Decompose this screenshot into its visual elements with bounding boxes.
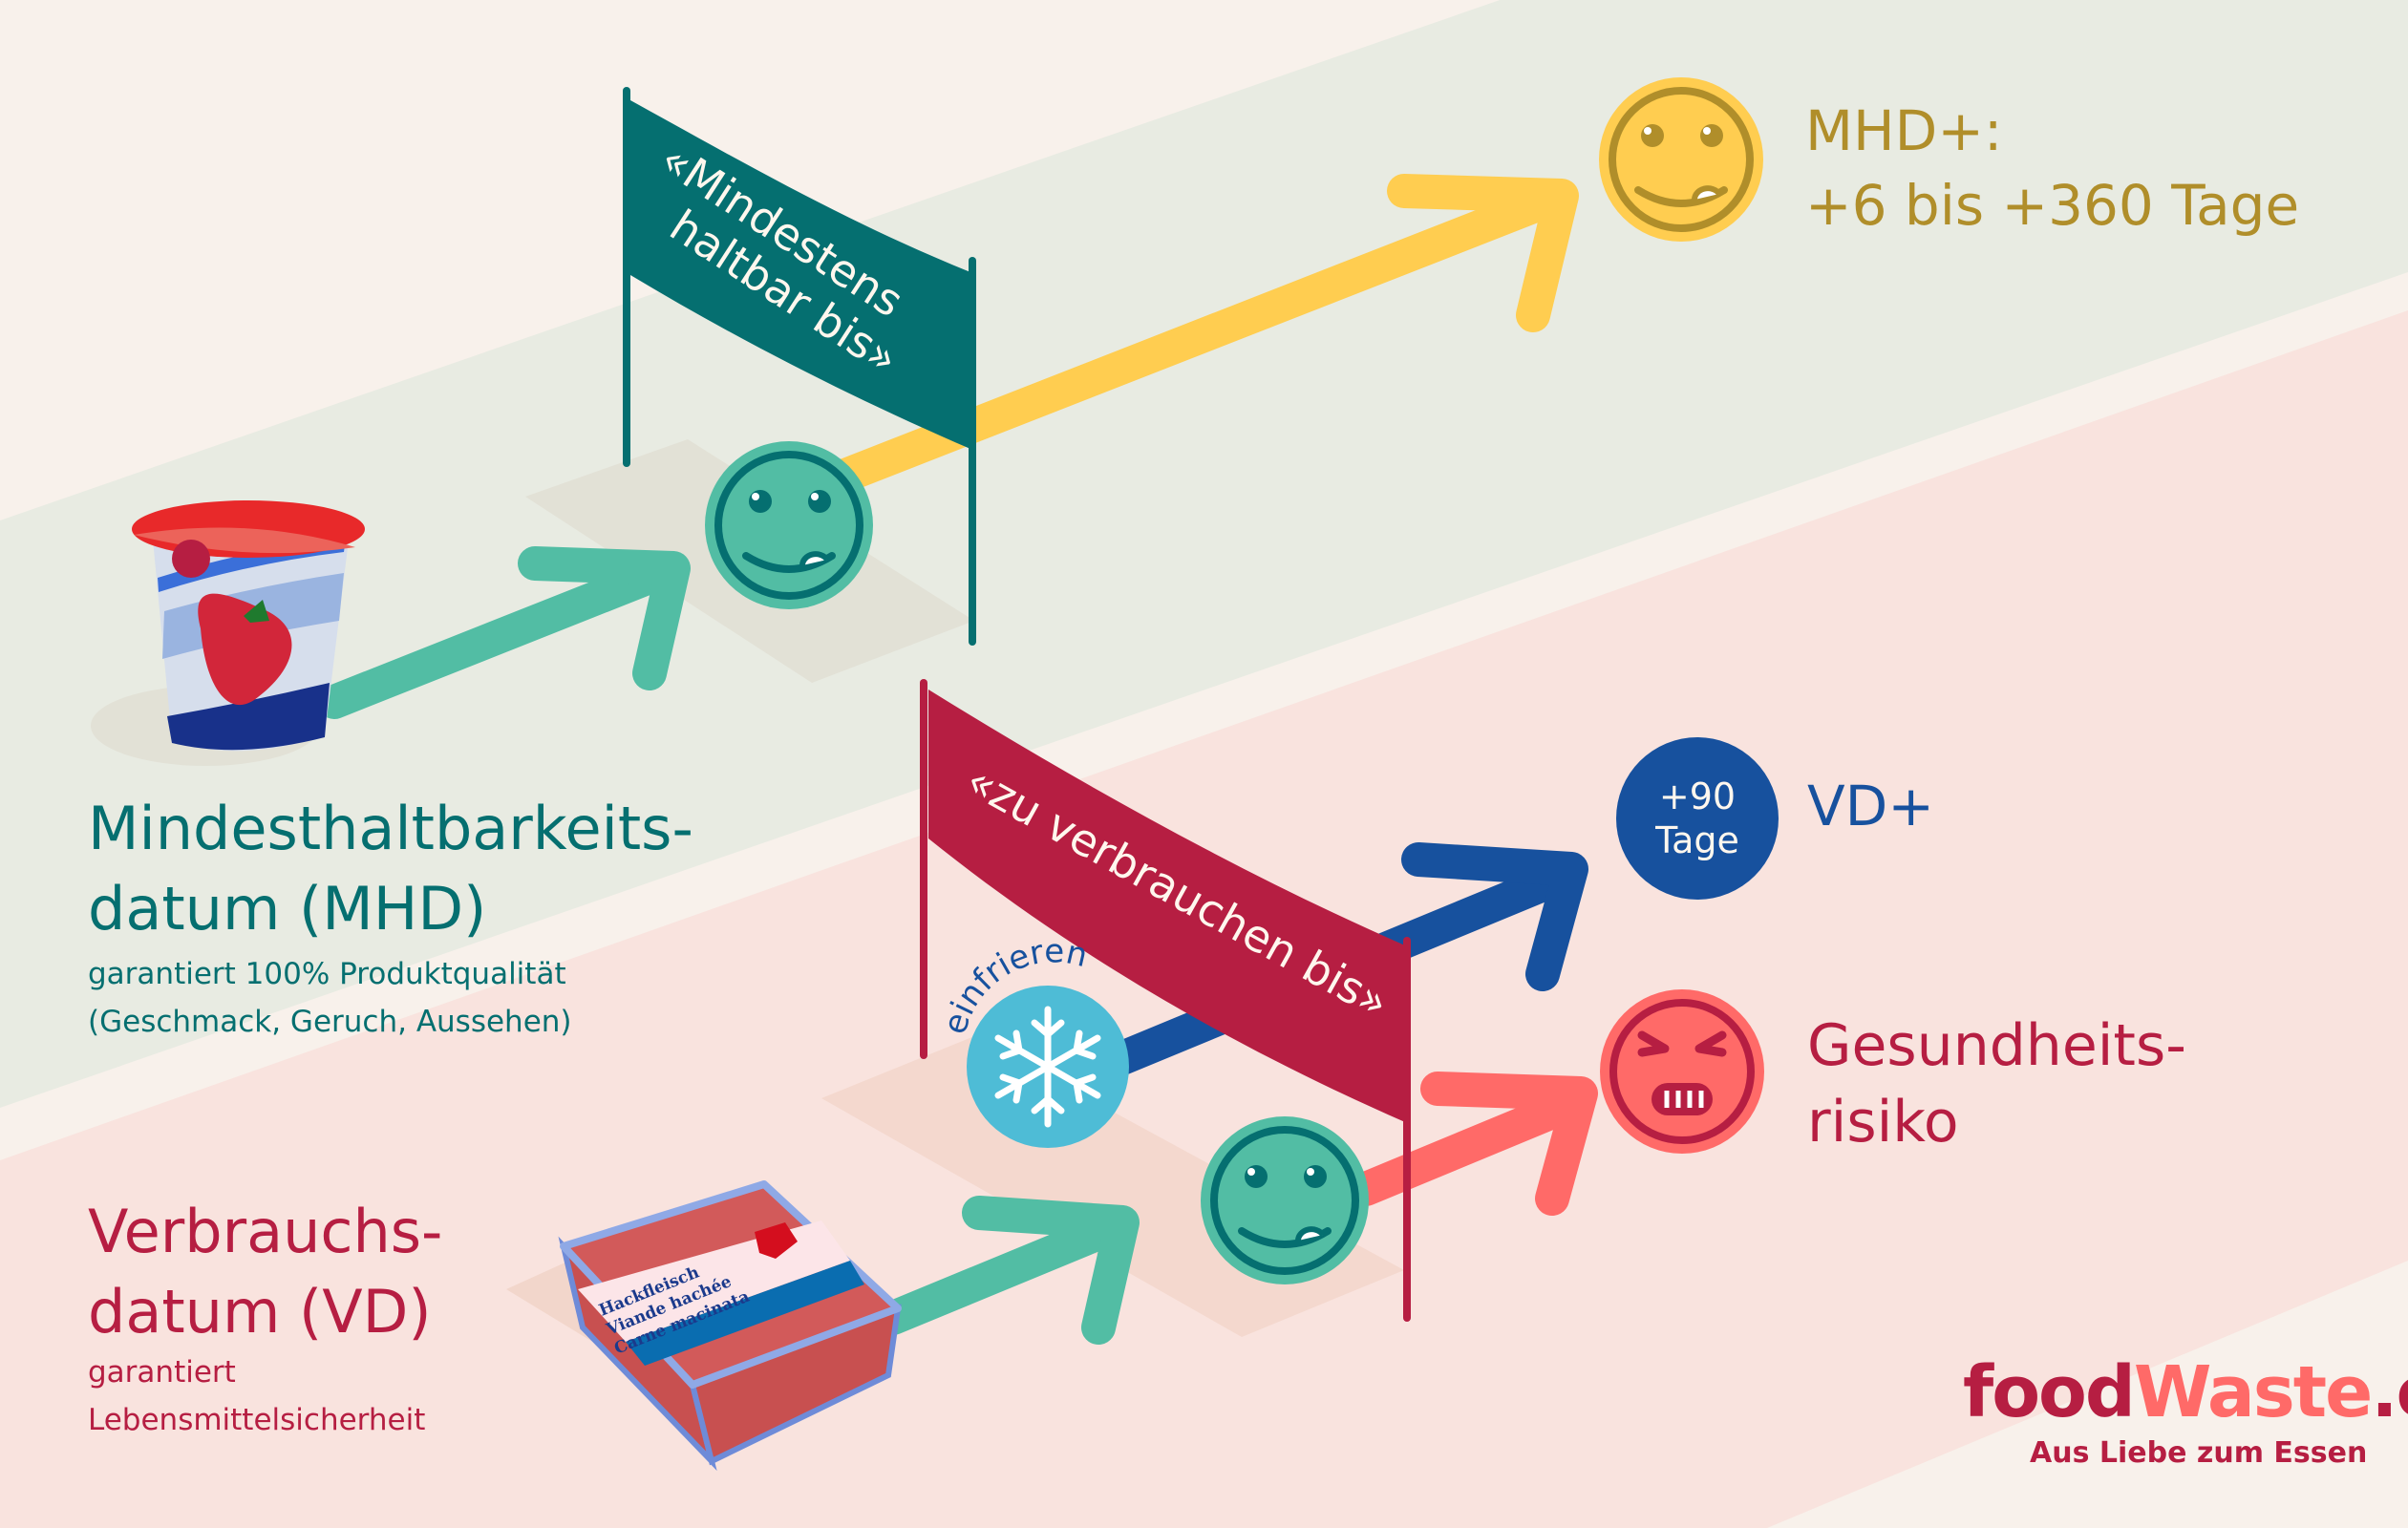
happy-smiley-icon [705,441,873,609]
mhd-arrow-to-smiley [317,546,691,719]
mhd-title-line1: Mindesthaltbarkeits- [88,794,693,863]
health-risk-line2: risiko [1807,1089,1959,1156]
foodwaste-logo[interactable]: foodWaste.ch Aus Liebe zum Essen [1963,1354,2408,1470]
mhd-subtitle-line2: (Geschmack, Geruch, Aussehen) [88,1005,572,1039]
background-band-cream-bottom [1767,1261,2408,1528]
mhd-result-line1: MHD+: [1805,98,2003,163]
mhd-result-line2: +6 bis +360 Tage [1805,173,2300,238]
vd-arrow-risk [1349,1072,1598,1216]
vd-title-line1: Verbrauchs- [88,1197,443,1266]
logo-part-waste: Waste [2133,1351,2374,1433]
mhd-title-line2: datum (MHD) [88,874,487,944]
yogurt-cup-icon [132,500,365,752]
vd-title: Verbrauchs- datum (VD) [88,1192,442,1352]
freeze-days-badge-unit: Tage [1655,819,1739,861]
mhd-subtitle: garantiert 100% Produktqualität (Geschma… [88,950,572,1046]
logo-wordmark: foodWaste.ch [1963,1354,2408,1431]
vd-subtitle-line2: Lebensmittelsicherheit [88,1403,426,1437]
vd-subtitle-line1: garantiert [88,1355,236,1390]
snowflake-icon [967,986,1129,1148]
freeze-days-badge-value: +90 [1658,775,1737,817]
mhd-flag [623,87,976,646]
vd-title-line2: datum (VD) [88,1277,432,1347]
vd-subtitle: garantiert Lebensmittelsicherheit [88,1348,425,1444]
background-band-green [0,0,2408,1108]
mhd-result: MHD+: +6 bis +360 Tage [1805,94,2299,243]
minced-meat-tray-icon [558,1180,902,1472]
happy-smiley-icon [1599,77,1763,242]
health-risk-result: Gesundheits- risiko [1807,1008,2186,1160]
angry-smiley-icon [1600,989,1764,1154]
vd-flag [920,679,1411,1322]
mhd-subtitle-line1: garantiert 100% Produktqualität [88,957,566,991]
happy-smiley-icon [1201,1116,1369,1284]
logo-part-food: food [1963,1351,2136,1433]
mhd-title: Mindesthaltbarkeits- datum (MHD) [88,789,693,949]
vd-arrow-to-smiley [876,1196,1140,1345]
freeze-days-badge: +90 Tage [1616,737,1779,900]
logo-tagline: Aus Liebe zum Essen [2030,1436,2368,1470]
vd-plus-result: VD+ [1807,774,1934,838]
logo-part-ch: .ch [2371,1351,2408,1433]
health-risk-line1: Gesundheits- [1807,1012,2186,1079]
